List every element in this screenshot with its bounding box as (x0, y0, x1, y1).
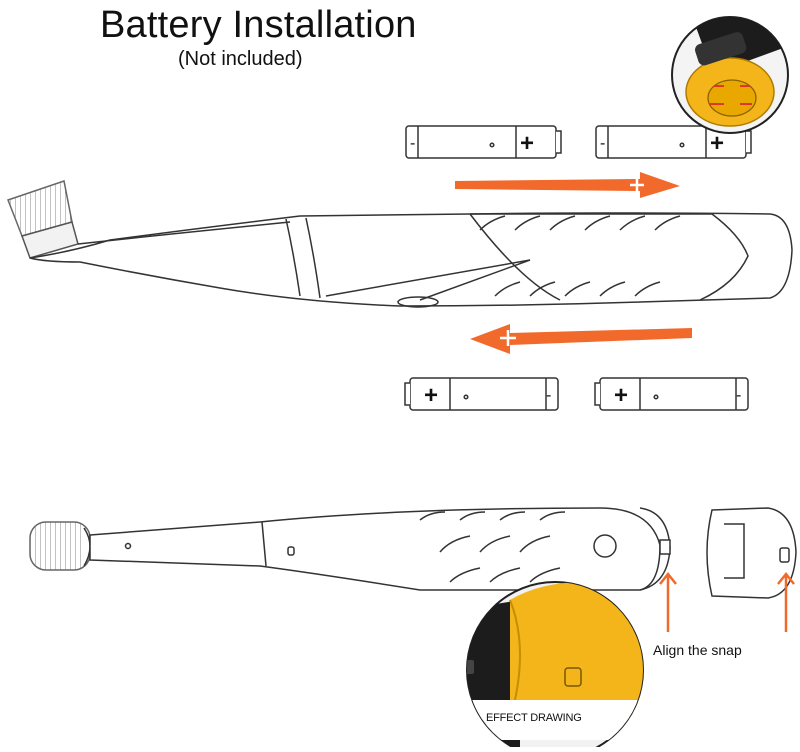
battery-minus-label: - (546, 387, 551, 404)
toothbrush-bottom (29, 507, 671, 591)
battery-plus-label: + (710, 130, 724, 157)
toothbrush-top (7, 180, 793, 308)
cap-closeup-top (671, 16, 789, 134)
effect-drawing-label: EFFECT DRAWING (486, 712, 582, 724)
brush-head-icon (29, 521, 91, 571)
battery-icon (404, 377, 559, 411)
battery-minus-label: - (736, 387, 741, 404)
battery-plus-label: + (424, 382, 438, 409)
battery-minus-label: - (410, 135, 415, 152)
arrow-up-icon (777, 571, 795, 632)
battery-plus-label: + (614, 382, 628, 409)
battery-plus-label: + (520, 130, 534, 157)
battery-minus-label: - (600, 135, 605, 152)
arrow-left-icon (470, 324, 692, 354)
battery-icon (405, 125, 562, 159)
arrow-right-icon (455, 172, 680, 198)
arrow-up-icon (659, 571, 677, 632)
page-title: Battery Installation (100, 4, 417, 46)
end-cap (706, 507, 797, 599)
battery-icon (595, 125, 752, 159)
battery-icon (594, 377, 749, 411)
page-subtitle: (Not included) (178, 48, 303, 70)
brush-head-icon (7, 180, 79, 259)
align-snap-label: Align the snap (653, 642, 742, 658)
